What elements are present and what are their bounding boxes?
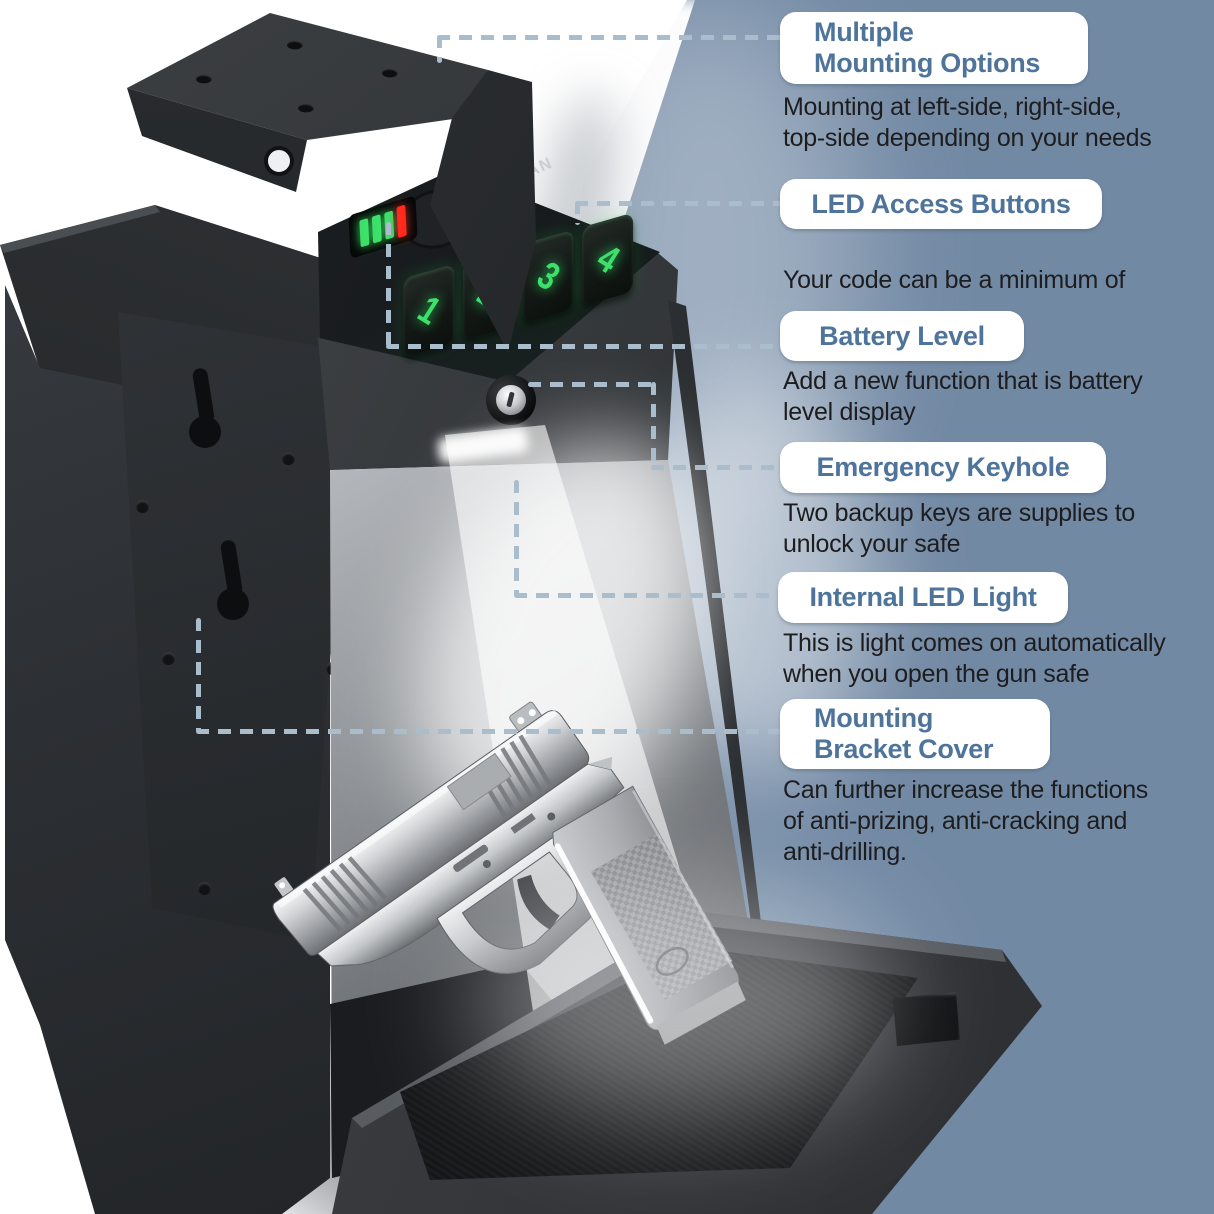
callout-line-battery: [386, 222, 391, 348]
key-label: 1: [410, 287, 448, 333]
callout-desc-internal-led-light: This is light comes on automatically whe…: [783, 629, 1166, 688]
callout-line-mounting-options: [437, 35, 789, 40]
callout-line-battery: [386, 344, 789, 349]
callout-line-led-access: [575, 201, 580, 225]
glock-emblem: [655, 946, 689, 976]
bracket-through-hole: [264, 146, 294, 176]
battery-bar-green: [371, 214, 382, 244]
battery-bar-red: [396, 204, 407, 239]
callout-line-keyhole: [528, 382, 656, 387]
callout-line-bracket-cover: [196, 729, 789, 734]
callout-title-internal-led-light: Internal LED Light: [778, 572, 1068, 623]
callout-line-led-light: [514, 480, 519, 596]
key-label: 3: [529, 253, 568, 299]
keyhole-slot-icon: [217, 588, 249, 620]
light-glow-bottom: [470, 880, 890, 1120]
door-latch-slot: [892, 992, 960, 1046]
callout-line-led-access: [575, 201, 789, 206]
screw-hole: [162, 652, 175, 665]
keyhole-slot-icon: [189, 416, 221, 448]
callout-line-led-light: [514, 593, 789, 598]
handgun: [237, 609, 843, 1201]
callout-desc-emergency-keyhole: Two backup keys are supplies to unlock y…: [783, 499, 1136, 558]
callout-title-battery-level: Battery Level: [780, 311, 1024, 361]
callout-title-led-access-buttons: LED Access Buttons: [780, 179, 1102, 229]
callout-desc-mounting-bracket-cover: Can further increase the functions of an…: [783, 776, 1149, 866]
callout-desc-battery-level: Add a new function that is battery level…: [783, 367, 1143, 426]
callout-line-bracket-cover: [196, 618, 201, 732]
callout-line-mounting-options: [437, 35, 442, 63]
callout-line-keyhole: [651, 382, 656, 470]
callout-desc-multiple-mounting-options: Mounting at left-side, right-side, top-s…: [783, 93, 1152, 152]
callout-title-multiple-mounting-options: Multiple Mounting Options: [780, 12, 1088, 84]
screw-hole: [136, 500, 149, 513]
callout-title-emergency-keyhole: Emergency Keyhole: [780, 442, 1106, 493]
key-label: 4: [589, 236, 627, 282]
screw-hole: [198, 882, 211, 895]
screw-hole: [282, 452, 295, 465]
desc-text: Your code can be a minimum of: [783, 266, 1125, 294]
key-button-4: 4: [582, 212, 634, 307]
callout-line-keyhole: [651, 465, 789, 470]
callout-title-mounting-bracket-cover: Mounting Bracket Cover: [780, 699, 1050, 769]
battery-bar-green: [359, 218, 370, 248]
